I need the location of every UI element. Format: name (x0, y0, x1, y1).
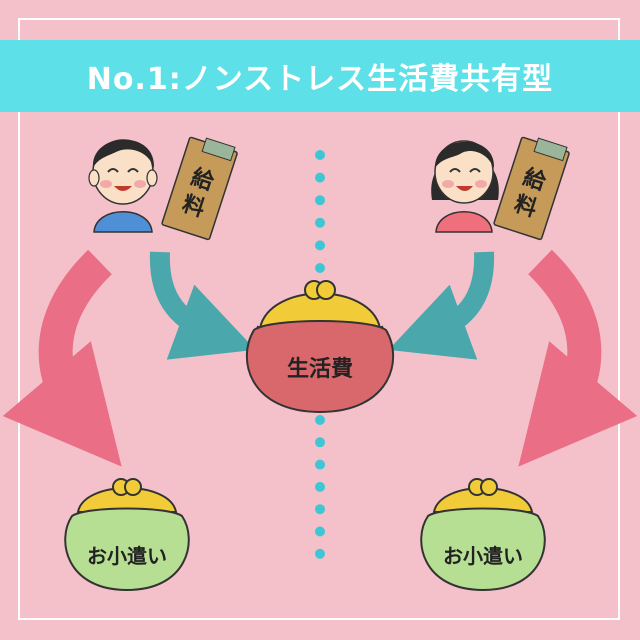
living-expenses-label: 生活費 (286, 357, 353, 382)
divider-dot (315, 504, 325, 515)
pink-arrow-left (2, 249, 122, 467)
living-expenses-purse (245, 280, 395, 414)
page-title: No.1:ノンストレス生活費共有型 (86, 62, 554, 97)
divider-dot (315, 481, 325, 492)
white-frame (18, 18, 620, 620)
divider-dot (315, 548, 325, 559)
pocket-money-label-right: お小遣い (443, 544, 523, 568)
pocket-money-purse-right (420, 478, 546, 592)
divider-dot (315, 415, 325, 425)
divider-dot (315, 150, 325, 160)
divider-dot (315, 172, 325, 183)
teal-arrow-left (149, 251, 256, 360)
divider-dot (315, 437, 325, 448)
divider-dot (315, 217, 325, 228)
boy-illustration (88, 139, 158, 233)
divider-dot (315, 263, 325, 273)
divider-dot (315, 240, 325, 251)
pay-envelope-right: 給 料 (493, 136, 570, 241)
pink-arrow-right (518, 249, 638, 467)
center-divider-dots (315, 150, 325, 559)
title-banner-inner: No.1:ノンストレス生活費共有型 (40, 40, 600, 112)
divider-dot (315, 459, 325, 470)
girl-illustration (431, 140, 499, 233)
pocket-money-purse-left (64, 478, 190, 592)
divider-dot (315, 526, 325, 537)
divider-dot (315, 195, 325, 206)
pay-envelope-left: 給 料 (161, 136, 238, 241)
pocket-money-label-left: お小遣い (87, 544, 167, 568)
teal-arrow-right (388, 251, 495, 360)
title-banner: No.1:ノンストレス生活費共有型 (0, 40, 640, 112)
